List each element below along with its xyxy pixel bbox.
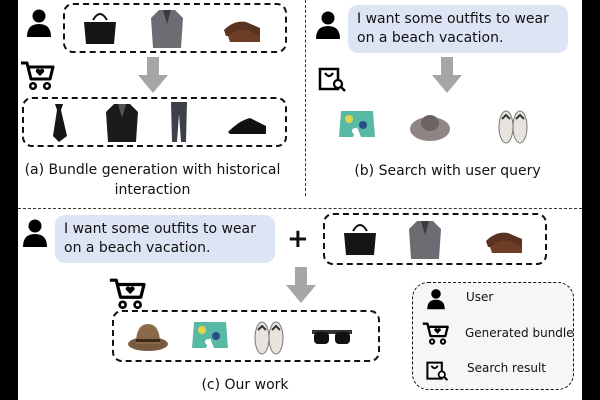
caption-a-line1: (a) Bundle generation with historical [24, 162, 281, 178]
query-line2: on a beach vacation. [64, 240, 211, 256]
brown-shoes-item [482, 217, 526, 261]
sun-hat-item [408, 103, 452, 147]
query-bubble-c: I want some outfits to wear on a beach v… [55, 215, 275, 263]
legend-user-icon [425, 288, 447, 310]
legend-bundle-label: Generated bundle [465, 326, 574, 340]
black-jacket-item [100, 100, 144, 144]
black-shoes-item [225, 100, 269, 144]
cart-icon [20, 60, 56, 90]
left-border [0, 0, 18, 400]
user-icon [24, 8, 54, 38]
trousers-item [157, 100, 201, 144]
query-line1: I want some outfits to wear [357, 11, 549, 27]
bundle-box-a [22, 97, 287, 147]
search-result-icon [317, 62, 347, 92]
query-line1: I want some outfits to wear [64, 221, 256, 237]
bag-item [78, 6, 122, 50]
history-box-c [323, 213, 547, 265]
caption-c: (c) Our work [201, 377, 289, 393]
user-icon [20, 218, 50, 248]
gray-blazer-item [145, 6, 189, 50]
user-icon [313, 10, 343, 40]
fedora-hat-item [126, 314, 170, 358]
tie-item [37, 100, 81, 144]
legend-user-label: User [466, 290, 494, 304]
query-line2: on a beach vacation. [357, 30, 504, 46]
legend-search-icon [425, 357, 449, 381]
horizontal-divider [18, 208, 582, 209]
caption-a-line2: interaction [114, 182, 191, 198]
flip-flops-item [246, 314, 290, 358]
caption-b: (b) Search with user query [354, 163, 541, 179]
plus-sign: + [287, 224, 309, 254]
right-border [582, 0, 600, 400]
sunglasses-item [310, 314, 354, 358]
down-arrow [286, 267, 316, 303]
brown-shoes-item [220, 6, 264, 50]
bundle-box-c [112, 310, 380, 362]
legend-cart-icon [422, 321, 450, 345]
beach-shorts-item [335, 103, 379, 147]
down-arrow [138, 57, 168, 93]
vertical-divider [305, 0, 306, 196]
history-box-a [63, 3, 287, 53]
beach-shorts-item [188, 314, 232, 358]
cart-icon [108, 277, 148, 309]
legend-search-label: Search result [467, 361, 546, 375]
query-bubble-b: I want some outfits to wear on a beach v… [348, 5, 568, 53]
down-arrow [432, 57, 462, 93]
caption-a: (a) Bundle generation with historical in… [20, 160, 285, 200]
gray-blazer-item [403, 217, 447, 261]
flip-flops-item [490, 103, 534, 147]
bag-item [338, 217, 382, 261]
